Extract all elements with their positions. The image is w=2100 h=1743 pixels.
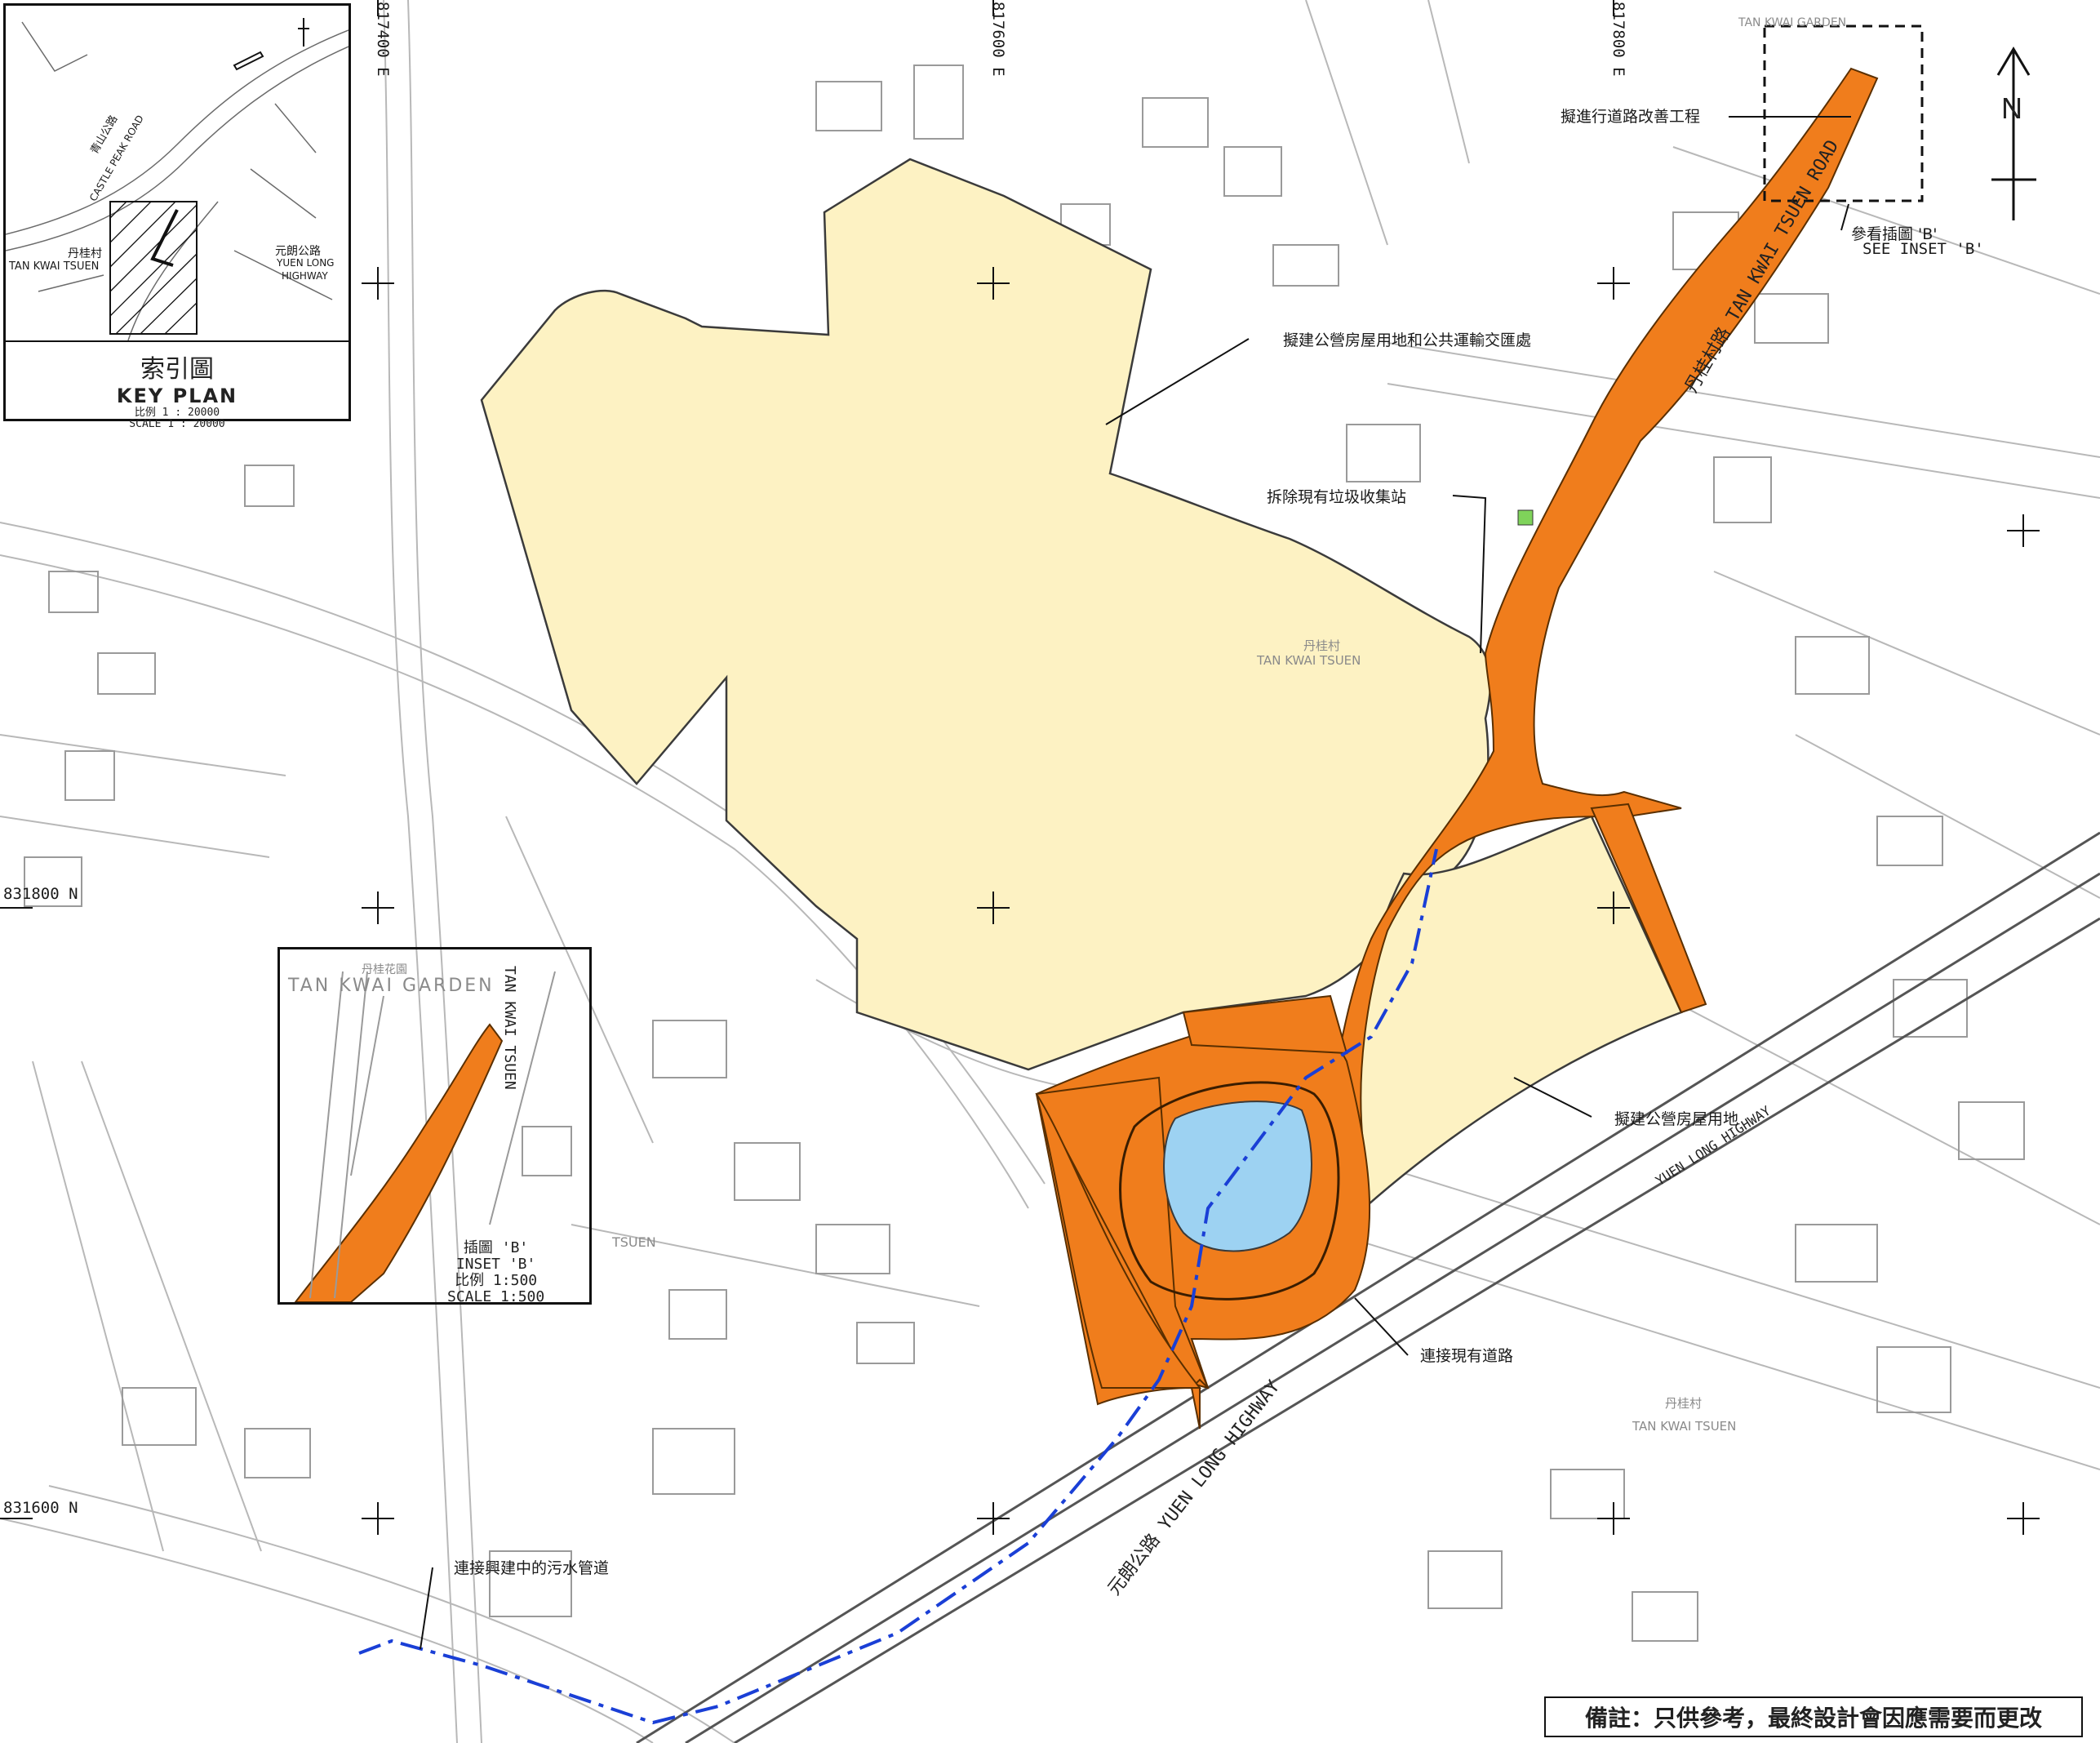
inset-caption: 插圖 'B' INSET 'B' 比例 1:500 SCALE 1:500 <box>447 1240 544 1305</box>
inset-garden-cn: 丹桂花園 <box>362 963 407 976</box>
roundabout <box>1119 1081 1340 1301</box>
north-label: N <box>2001 91 2022 125</box>
proposed-housing-and-transport-site <box>480 158 1492 1071</box>
key-plan-tkt-cn: 丹桂村 <box>68 247 102 260</box>
grid-label-817400e: 817400 E <box>374 2 392 77</box>
key-plan-title: 索引圖 KEY PLAN 比例 1 : 20000 SCALE 1 : 2000… <box>6 349 349 430</box>
sewer-line <box>358 848 1438 1725</box>
callout-demolish-refuse-station: 拆除現有垃圾收集站 <box>1267 488 1407 506</box>
grid-ticks <box>362 267 2040 1535</box>
key-plan-scale-cn: 比例 1 : 20000 <box>134 407 220 419</box>
key-plan: 青山公路 CASTLE PEAK ROAD 丹桂村 TAN KWAI TSUEN… <box>3 3 351 430</box>
callout-housing-site: 擬建公營房屋用地 <box>1614 1110 1739 1128</box>
pond <box>1163 1100 1312 1252</box>
grid-label-831800n: 831800 N <box>3 885 78 903</box>
key-plan-title-cn: 索引圖 <box>140 355 214 384</box>
basemap-buildings <box>24 64 2025 1642</box>
disclaimer-note: 備註：只供參考，最終設計會因應需要而更改 <box>1544 1696 2083 1737</box>
place-label-tan-kwai-garden: TAN KWAI GARDEN <box>1738 16 1847 29</box>
inset-scale-en: SCALE 1:500 <box>447 1288 545 1305</box>
grid-label-817600e: 817600 E <box>989 2 1007 77</box>
callout-leaders <box>420 116 1851 1650</box>
grid-label-817800e: 817800 E <box>1609 2 1627 77</box>
callout-housing-transport: 擬建公營房屋用地和公共運輸交匯處 <box>1283 331 1532 349</box>
east-connector-road <box>1590 803 1707 1014</box>
callout-footpath-improvement: 擬進行道路改善工程 <box>1561 108 1701 126</box>
inset-b-map <box>293 971 572 1303</box>
inset-b: 丹桂花園 TAN KWAI GARDEN TAN KWAI TSUEN 插圖 '… <box>277 947 592 1305</box>
key-plan-tkt-en: TAN KWAI TSUEN <box>9 260 100 273</box>
callout-see-inset-en: SEE INSET 'B' <box>1862 240 1984 258</box>
inset-road-label: TAN KWAI TSUEN <box>501 966 518 1090</box>
roundabout-west-apron <box>1036 1093 1202 1389</box>
key-plan-ylh-en-2: HIGHWAY <box>282 270 328 282</box>
place-label-tsuen-fragment: TSUEN <box>612 1234 656 1250</box>
inset-title-cn: 插圖 'B' <box>463 1239 529 1256</box>
inset-scale-cn: 比例 1:500 <box>455 1272 538 1289</box>
place-label-tan-kwai-tsuen-south-en: TAN KWAI TSUEN <box>1632 1419 1737 1434</box>
callout-connect-sewer: 連接興建中的污水管道 <box>454 1559 610 1577</box>
grid-edge-lines <box>0 0 1614 1519</box>
inset-b-frame <box>1763 24 1924 202</box>
key-plan-title-en: KEY PLAN <box>116 385 238 407</box>
key-plan-scale-en: SCALE 1 : 20000 <box>129 418 225 430</box>
place-label-tan-kwai-tsuen-cn: 丹桂村 <box>1303 638 1341 653</box>
inset-garden-en: TAN KWAI GARDEN <box>288 976 495 996</box>
key-plan-map <box>6 18 349 340</box>
yuen-long-highway <box>636 831 2100 1743</box>
key-plan-ylh-en-1: YUEN LONG <box>277 257 335 269</box>
inset-title-en: INSET 'B' <box>455 1256 536 1273</box>
callout-connect-road: 連接現有道路 <box>1420 1347 1514 1365</box>
callout-see-inset-cn: 參看插圖 'B' <box>1851 225 1938 243</box>
place-label-tan-kwai-tsuen-south-cn: 丹桂村 <box>1665 1396 1703 1411</box>
key-plan-ylh-cn: 元朗公路 <box>275 245 321 258</box>
north-arrow <box>1991 47 2036 220</box>
grid-label-831600n: 831600 N <box>3 1499 78 1517</box>
refuse-station-marker <box>1517 509 1534 526</box>
place-label-tan-kwai-tsuen-en: TAN KWAI TSUEN <box>1257 653 1361 668</box>
